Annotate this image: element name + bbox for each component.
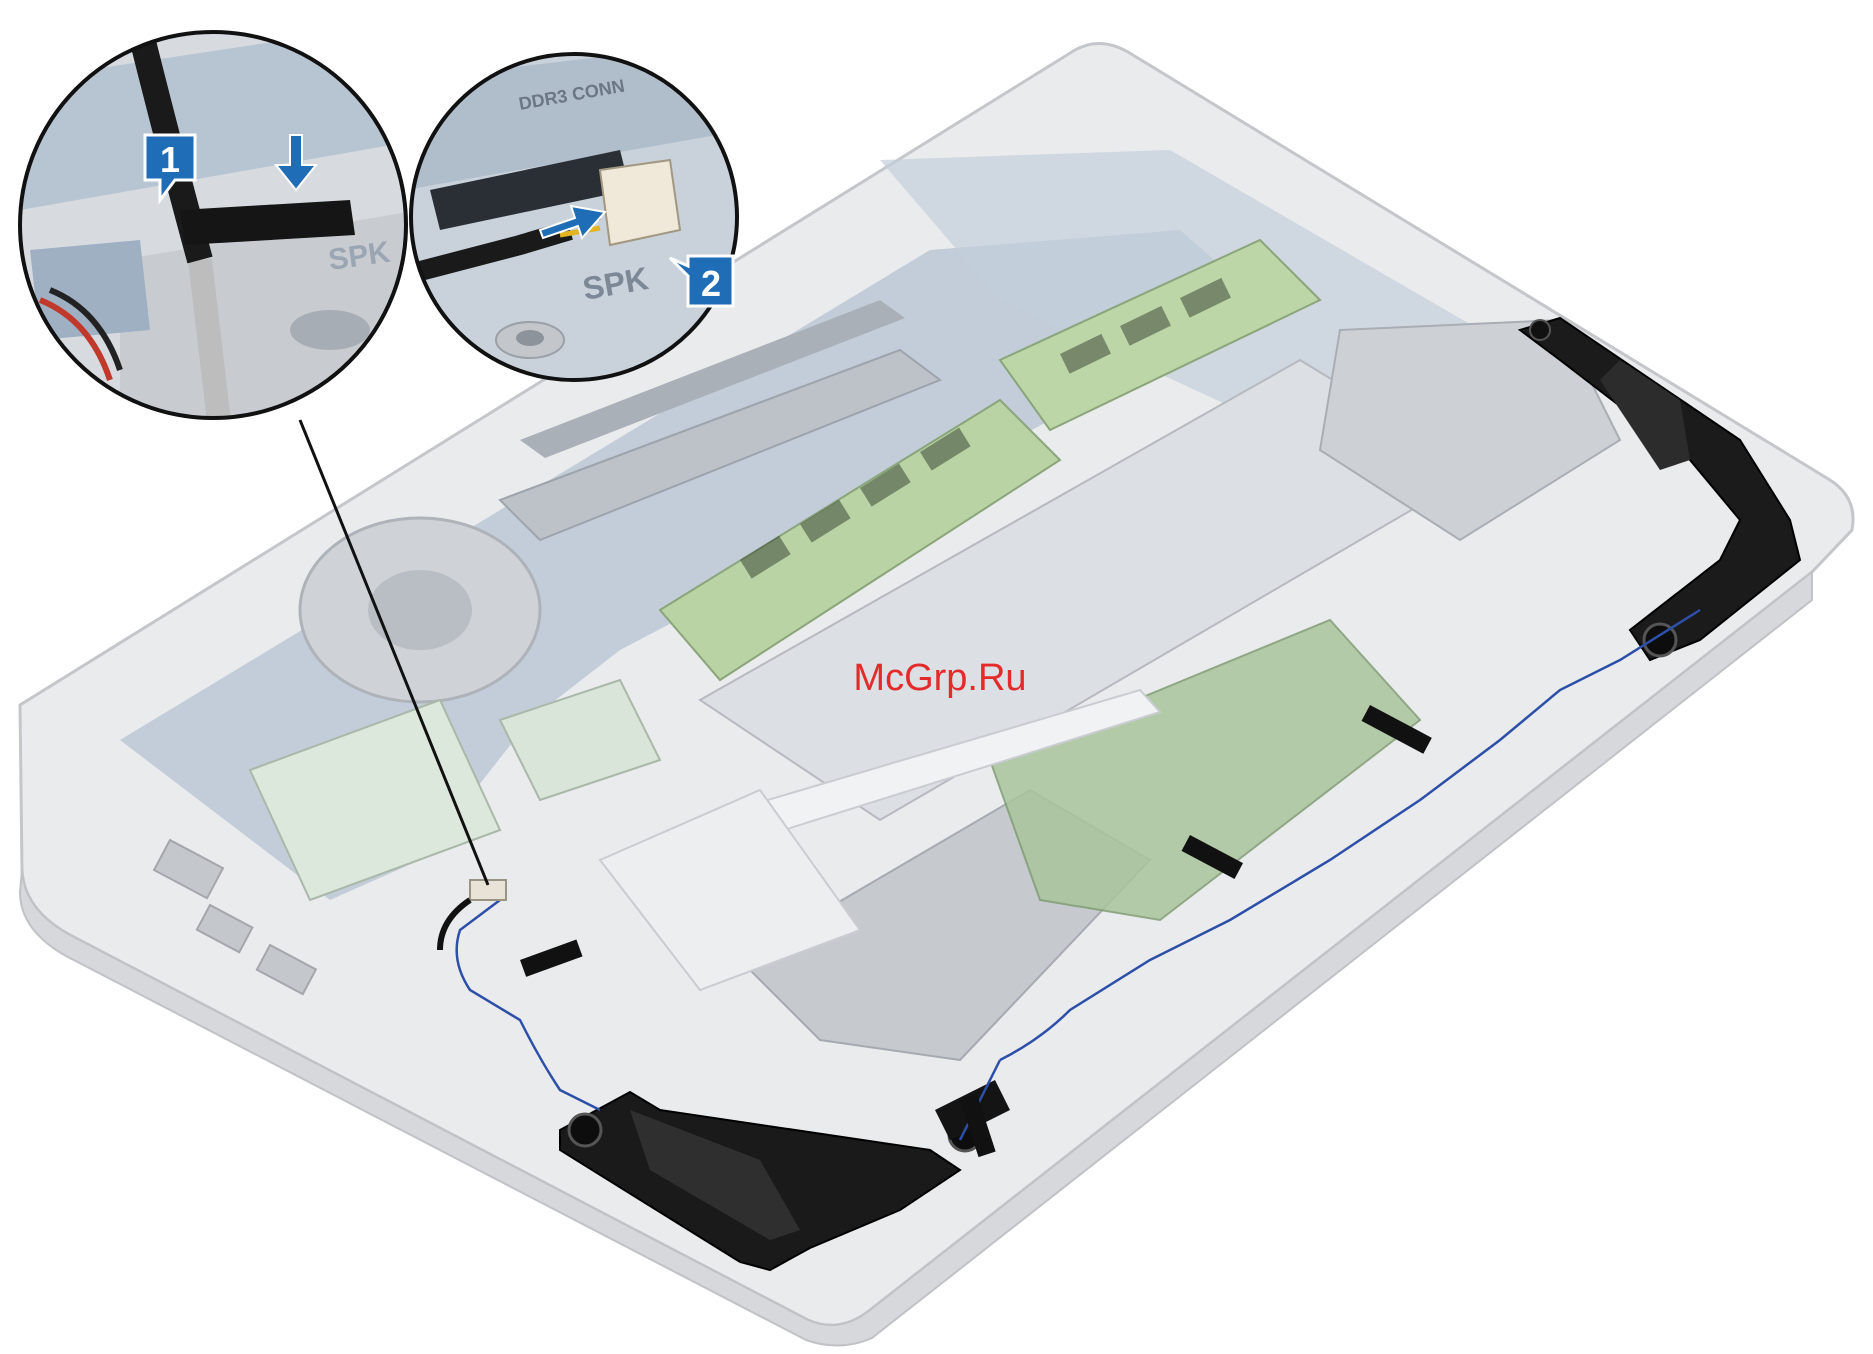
zoom-detail-1: SPK 1 <box>20 20 420 430</box>
callout-1-number: 1 <box>160 139 180 180</box>
watermark: McGrp.Ru <box>853 657 1026 699</box>
callout-2-number: 2 <box>701 263 721 304</box>
